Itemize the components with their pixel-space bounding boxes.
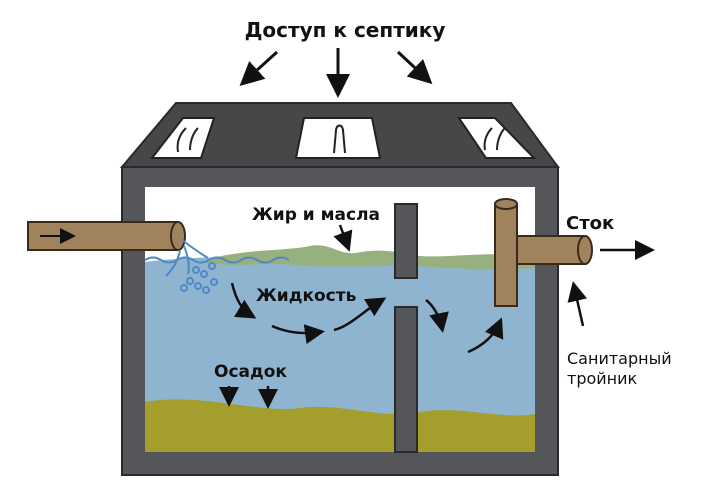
label-liquid: Жидкость <box>256 286 356 306</box>
label-outflow: Сток <box>566 213 614 234</box>
label-access: Доступ к септику <box>245 18 446 42</box>
access-hatch-center <box>294 117 382 159</box>
inlet-pipe <box>27 221 186 251</box>
sanitary-tee <box>494 198 593 307</box>
label-sanitary-tee-2: тройник <box>567 369 638 388</box>
fat-layer <box>200 245 535 270</box>
baffle-lower <box>394 306 418 453</box>
baffle-upper <box>394 203 418 279</box>
flow-arrows <box>219 224 655 409</box>
label-sanitary-tee-1: Санитарный <box>567 349 672 368</box>
access-arrows <box>239 48 433 98</box>
water-surface <box>144 256 290 264</box>
sludge-layer <box>145 399 535 452</box>
label-sediment: Осадок <box>214 362 287 382</box>
label-fat-oil: Жир и масла <box>252 205 380 225</box>
access-hatch-right <box>457 117 537 159</box>
inflow-splash <box>165 239 218 294</box>
access-hatch-left <box>149 117 216 159</box>
